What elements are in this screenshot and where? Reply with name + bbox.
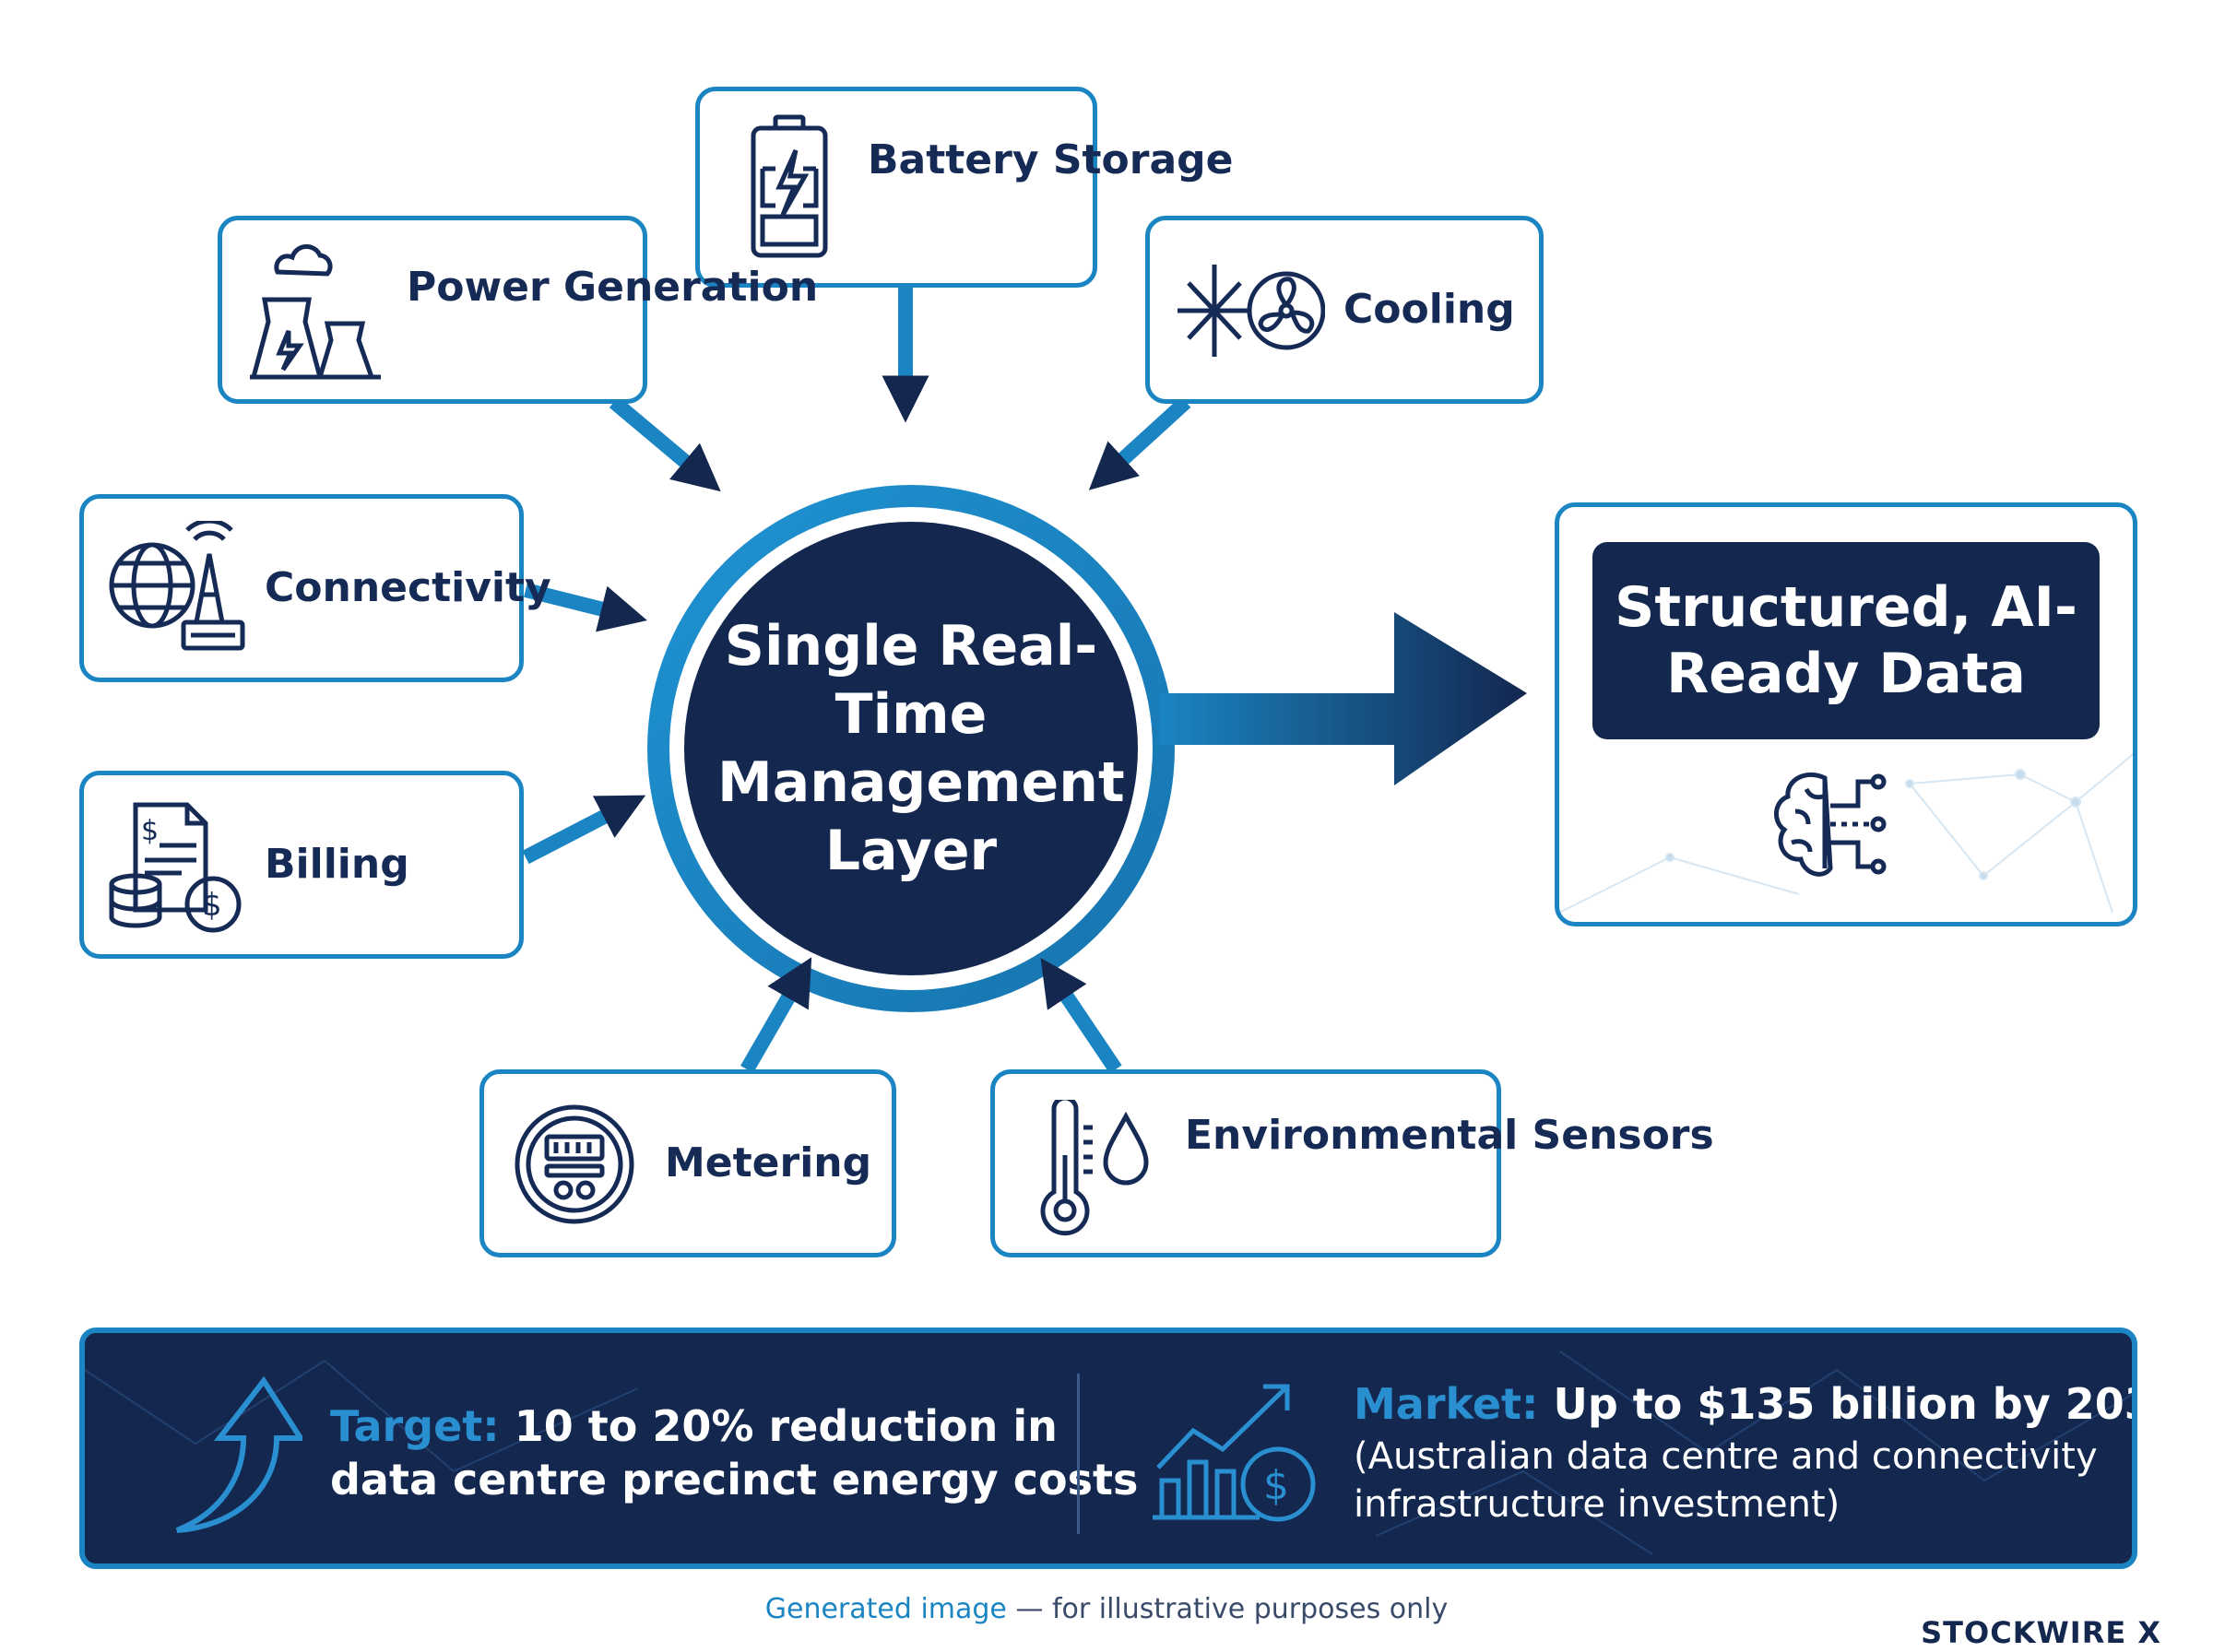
globe-tower-icon <box>109 521 245 651</box>
invoice-coins-icon: $ $ <box>109 802 242 933</box>
power-generation-label: Power Generation <box>407 264 819 311</box>
banner-network-pattern <box>85 1351 2132 1555</box>
node-environmental-sensors: Environmental Sensors <box>990 1069 1714 1257</box>
banner-divider <box>1077 1374 1080 1534</box>
battery-icon <box>751 114 828 258</box>
cooling-label: Cooling <box>1343 286 1515 333</box>
svg-text:$: $ <box>1263 1462 1289 1509</box>
battery-label: Battery Storage <box>868 136 1234 183</box>
node-cooling: Cooling <box>1145 216 1544 404</box>
output-title: Structured, AI-Ready Data <box>1592 542 2100 739</box>
node-battery-storage: Battery Storage <box>695 87 1234 288</box>
market-note-1: (Australian data centre and connectivity <box>1354 1435 2098 1478</box>
thermometer-droplet-icon <box>1040 1100 1149 1236</box>
management-layer-hub: Single Real-Time Management Layer <box>684 522 1138 975</box>
growth-arrow-icon <box>175 1375 302 1533</box>
arrow-billing <box>522 795 646 865</box>
output-arrow <box>1160 612 1527 785</box>
brand-logo: STOCKWIRE X <box>1921 1615 2161 1650</box>
target-line-1: Target: 10 to 20% reduction in <box>330 1401 1058 1451</box>
footer-note: Generated image — for illustrative purpo… <box>0 1593 2213 1625</box>
market-growth-icon: $ <box>1153 1384 1316 1522</box>
network-pattern <box>1559 753 2133 914</box>
arrow-cooling <box>1088 396 1191 490</box>
footer-generated: Generated image <box>764 1593 1007 1625</box>
arrow-power <box>609 395 721 492</box>
footer-disclaimer: — for illustrative purposes only <box>1015 1593 1449 1625</box>
node-connectivity: Connectivity <box>79 494 551 682</box>
svg-text:$: $ <box>141 815 159 847</box>
node-metering: Metering <box>479 1069 896 1257</box>
market-line: Market: Up to $135 billion by 2035 <box>1354 1379 2137 1429</box>
snowflake-fan-icon <box>1178 265 1325 357</box>
hub-label: Single Real-Time Management Layer <box>717 614 1125 883</box>
arrow-connectivity <box>524 583 647 632</box>
market-note-2: infrastructure investment) <box>1354 1483 1840 1526</box>
brain-circuit-icon <box>1774 772 1887 877</box>
power-plant-icon <box>250 244 381 380</box>
node-power-generation: Power Generation <box>218 216 818 404</box>
summary-banner: Target: 10 to 20% reduction in data cent… <box>79 1328 2137 1569</box>
billing-label: Billing <box>265 841 409 888</box>
target-line-2: data centre precinct energy costs <box>330 1455 1139 1504</box>
arrow-environmental <box>1040 958 1122 1074</box>
arrow-metering <box>740 957 812 1073</box>
ai-ready-data-card: Structured, AI-Ready Data <box>1555 502 2137 926</box>
meter-icon <box>515 1104 634 1224</box>
metering-label: Metering <box>665 1139 872 1186</box>
node-billing: $ $ Billing <box>79 771 524 959</box>
svg-text:$: $ <box>202 887 222 924</box>
connectivity-label: Connectivity <box>265 564 551 611</box>
environmental-sensors-label: Environmental Sensors <box>1185 1112 1714 1159</box>
